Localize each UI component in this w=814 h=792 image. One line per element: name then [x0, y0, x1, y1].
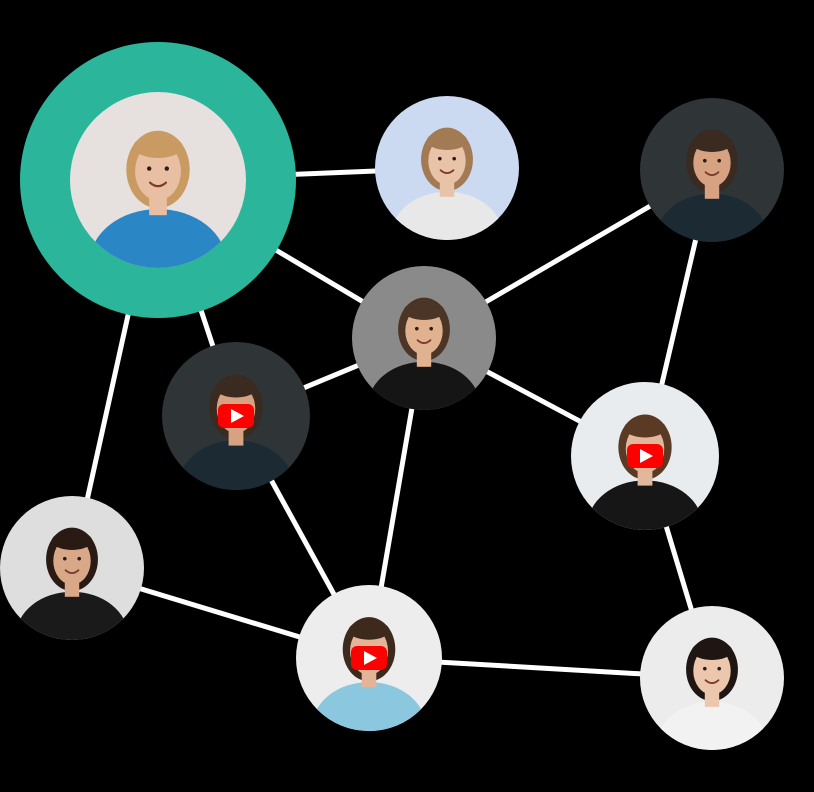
profile-node-man-beard-smiling[interactable]: [640, 98, 784, 283]
profile-node-woman-long-hair-black-shirt[interactable]: [571, 382, 719, 572]
avatar-photo: [640, 98, 784, 242]
play-triangle-icon: [364, 651, 377, 665]
play-triangle-icon: [231, 409, 244, 423]
video-play-button[interactable]: [218, 404, 254, 428]
profile-node-man-glasses-black-hoodie[interactable]: [352, 266, 496, 451]
profile-node-woman-dark-hair-black-top[interactable]: [0, 496, 144, 681]
profile-node-woman-blond-denim-shirt[interactable]: [20, 42, 296, 318]
profile-nodes: [0, 42, 784, 791]
profile-node-woman-glasses-wavy-hair[interactable]: [375, 96, 519, 281]
avatar-photo: [162, 342, 310, 490]
video-play-button[interactable]: [351, 646, 387, 670]
avatar-photo: [352, 266, 496, 410]
profile-node-man-beard-dark-shirt[interactable]: [162, 342, 310, 532]
avatar-photo: [375, 96, 519, 240]
play-triangle-icon: [640, 449, 653, 463]
avatar-photo: [0, 496, 144, 640]
avatar-photo: [296, 585, 442, 731]
avatar-photo: [640, 606, 784, 750]
profile-node-man-light-blue-tshirt[interactable]: [296, 585, 442, 773]
avatar-photo: [571, 382, 719, 530]
profile-node-woman-hair-bun-smiling[interactable]: [640, 606, 784, 791]
video-play-button[interactable]: [627, 444, 663, 468]
avatar-photo: [70, 92, 246, 268]
